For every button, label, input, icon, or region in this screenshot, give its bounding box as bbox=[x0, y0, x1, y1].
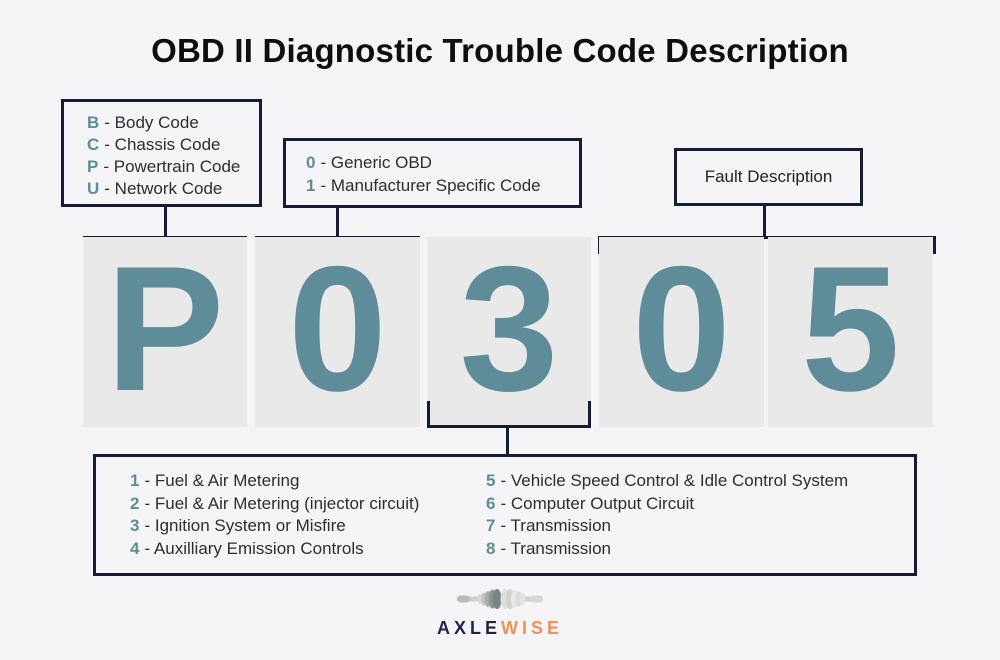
subsystem-column-left: 1- Fuel & Air Metering 2- Fuel & Air Met… bbox=[130, 470, 486, 573]
legend-key: 1 bbox=[130, 471, 140, 490]
legend-desc: - Powertrain Code bbox=[103, 157, 241, 176]
legend-desc: - Chassis Code bbox=[104, 135, 221, 154]
legend-desc: - Network Code bbox=[104, 179, 223, 198]
legend-key: 0 bbox=[306, 153, 316, 172]
logo-brand-part2: WISE bbox=[501, 618, 564, 638]
logo: AXLEWISE bbox=[0, 588, 1000, 639]
code-tile-4: 0 bbox=[599, 237, 764, 427]
page-title: OBD II Diagnostic Trouble Code Descripti… bbox=[151, 32, 849, 69]
code-char: 0 bbox=[288, 229, 387, 428]
legend-line: 4- Auxilliary Emission Controls bbox=[130, 538, 486, 561]
code-type-legend-box: 0- Generic OBD 1- Manufacturer Specific … bbox=[283, 138, 582, 208]
legend-line: C- Chassis Code bbox=[87, 134, 259, 156]
connector-first-char bbox=[164, 205, 167, 238]
legend-desc: - Generic OBD bbox=[320, 153, 432, 172]
legend-key: B bbox=[87, 113, 100, 132]
code-char: 0 bbox=[632, 229, 731, 428]
logo-brand-part1: AXLE bbox=[436, 618, 501, 638]
legend-desc: - Manufacturer Specific Code bbox=[320, 176, 541, 195]
code-tile-3: 3 bbox=[427, 237, 591, 427]
legend-line: 8- Transmission bbox=[486, 538, 886, 561]
legend-key: 4 bbox=[130, 538, 140, 558]
legend-key: C bbox=[87, 135, 100, 154]
code-char: 3 bbox=[459, 229, 559, 428]
legend-desc: - Fuel & Air Metering (injector circuit) bbox=[144, 493, 420, 513]
axle-icon bbox=[457, 588, 543, 615]
legend-key: P bbox=[87, 157, 99, 176]
code-tile-5: 5 bbox=[768, 237, 933, 427]
subsystem-legend-box: 1- Fuel & Air Metering 2- Fuel & Air Met… bbox=[93, 454, 917, 576]
legend-key: 8 bbox=[486, 538, 496, 558]
bracket-digit-3 bbox=[427, 401, 591, 428]
connector-fault-description bbox=[763, 204, 766, 238]
code-char: P bbox=[105, 229, 225, 428]
legend-line: 5- Vehicle Speed Control & Idle Control … bbox=[486, 470, 886, 493]
legend-desc: - Transmission bbox=[500, 516, 611, 535]
fault-description-label: Fault Description bbox=[704, 167, 833, 186]
legend-desc: - Fuel & Air Metering bbox=[144, 471, 300, 490]
legend-line: 7- Transmission bbox=[486, 515, 886, 538]
legend-line: 0- Generic OBD bbox=[306, 151, 579, 174]
subsystem-column-right: 5- Vehicle Speed Control & Idle Control … bbox=[486, 470, 886, 573]
legend-key: 5 bbox=[486, 471, 496, 490]
legend-line: P- Powertrain Code bbox=[87, 156, 259, 178]
connector-subsystem bbox=[506, 426, 509, 455]
code-tile-1: P bbox=[83, 237, 247, 427]
legend-desc: - Body Code bbox=[104, 113, 199, 132]
legend-line: 2- Fuel & Air Metering (injector circuit… bbox=[130, 493, 486, 516]
legend-line: B- Body Code bbox=[87, 112, 259, 134]
logo-wordmark: AXLEWISE bbox=[437, 618, 563, 639]
legend-desc: - Computer Output Circuit bbox=[500, 493, 695, 513]
legend-key: 3 bbox=[130, 516, 140, 535]
legend-line: U- Network Code bbox=[87, 178, 259, 200]
legend-line: 1- Manufacturer Specific Code bbox=[306, 174, 579, 197]
connector-code-type bbox=[336, 206, 339, 238]
fault-description-box: Fault Description bbox=[674, 148, 863, 206]
first-char-legend-box: B- Body Code C- Chassis Code P- Powertra… bbox=[61, 99, 262, 207]
legend-line: 3- Ignition System or Misfire bbox=[130, 515, 486, 538]
legend-key: 2 bbox=[130, 493, 140, 513]
legend-key: 7 bbox=[486, 516, 496, 535]
legend-desc: - Vehicle Speed Control & Idle Control S… bbox=[500, 471, 849, 490]
legend-key: U bbox=[87, 179, 100, 198]
legend-line: 6- Computer Output Circuit bbox=[486, 493, 886, 516]
legend-line: 1- Fuel & Air Metering bbox=[130, 470, 486, 493]
code-tile-2: 0 bbox=[255, 237, 420, 427]
legend-key: 6 bbox=[486, 493, 496, 513]
legend-desc: - Ignition System or Misfire bbox=[144, 516, 346, 535]
legend-desc: - Auxilliary Emission Controls bbox=[144, 538, 364, 558]
code-char: 5 bbox=[801, 229, 900, 428]
legend-desc: - Transmission bbox=[500, 538, 611, 558]
legend-key: 1 bbox=[306, 176, 316, 195]
